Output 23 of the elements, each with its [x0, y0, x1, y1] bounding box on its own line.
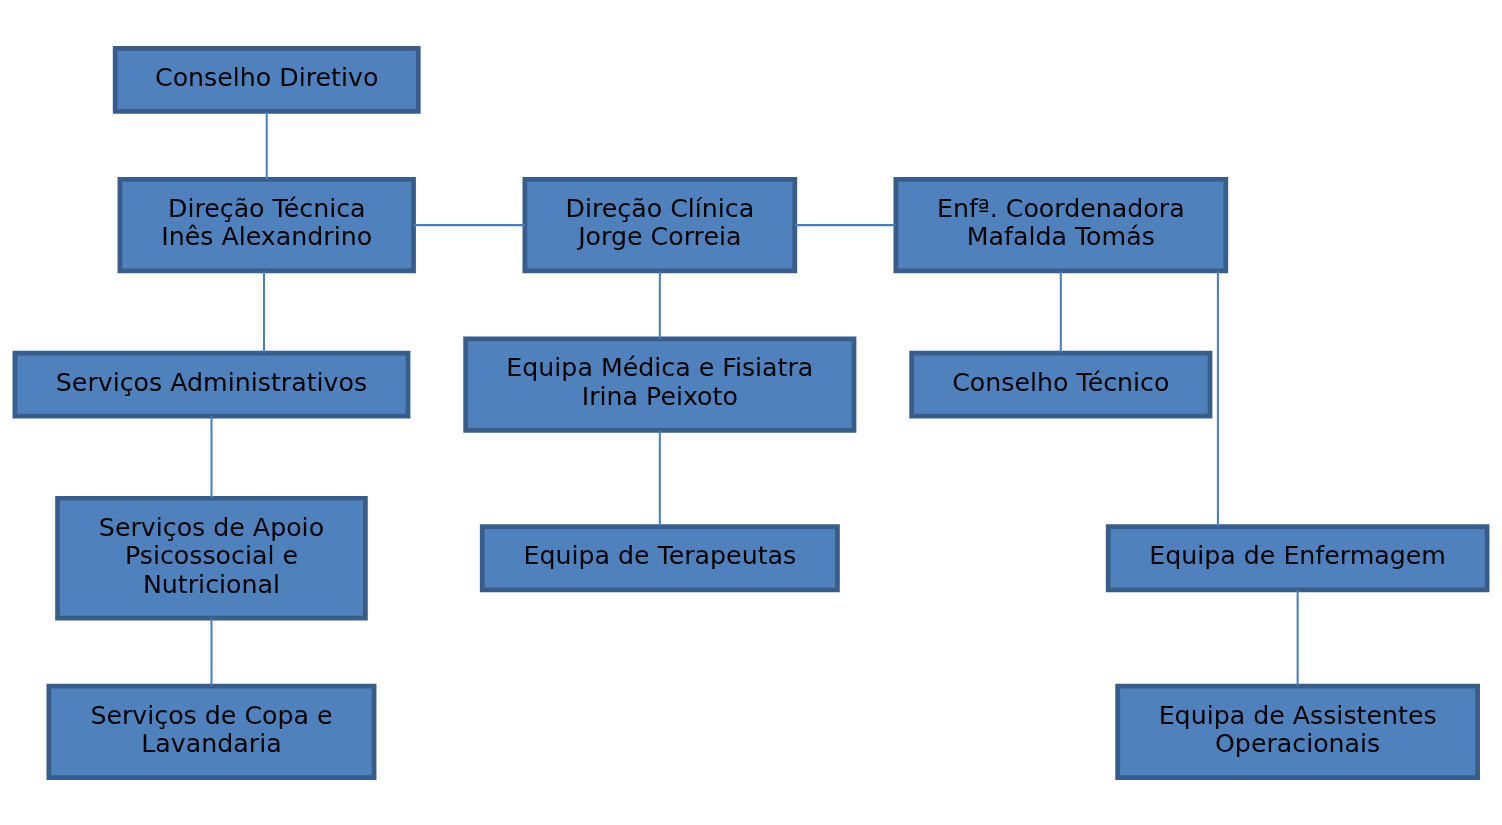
- connector: [795, 223, 896, 226]
- node-box: Direção Clínica Jorge Correia: [522, 176, 798, 273]
- connector: [210, 618, 213, 686]
- node-box: Serviços de Copa e Lavandaria: [46, 683, 377, 780]
- node-box: Serviços de Apoio Psicossocial e Nutricional: [55, 495, 368, 621]
- connector: [262, 270, 265, 353]
- node-box: Equipa de Terapeutas: [479, 523, 840, 592]
- connector: [265, 111, 268, 179]
- node-box: Direção Técnica Inês Alexandrino: [117, 176, 416, 273]
- node-box: Equipa de Enfermagem: [1105, 523, 1490, 592]
- connector: [413, 223, 525, 226]
- node-box: Equipa de Assistentes Operacionais: [1115, 683, 1480, 780]
- connector: [1216, 270, 1219, 526]
- connector: [658, 430, 661, 526]
- node-box: Conselho Diretivo: [112, 45, 421, 114]
- connector: [658, 270, 661, 339]
- node-box: Conselho Técnico: [909, 350, 1213, 419]
- connector: [1059, 270, 1062, 353]
- node-box: Serviços Administrativos: [12, 350, 411, 419]
- node-box: Enfª. Coordenadora Mafalda Tomás: [893, 176, 1229, 273]
- connector: [210, 415, 213, 498]
- connector: [1296, 589, 1299, 686]
- node-box: Equipa Médica e Fisiatra Irina Peixoto: [463, 335, 857, 433]
